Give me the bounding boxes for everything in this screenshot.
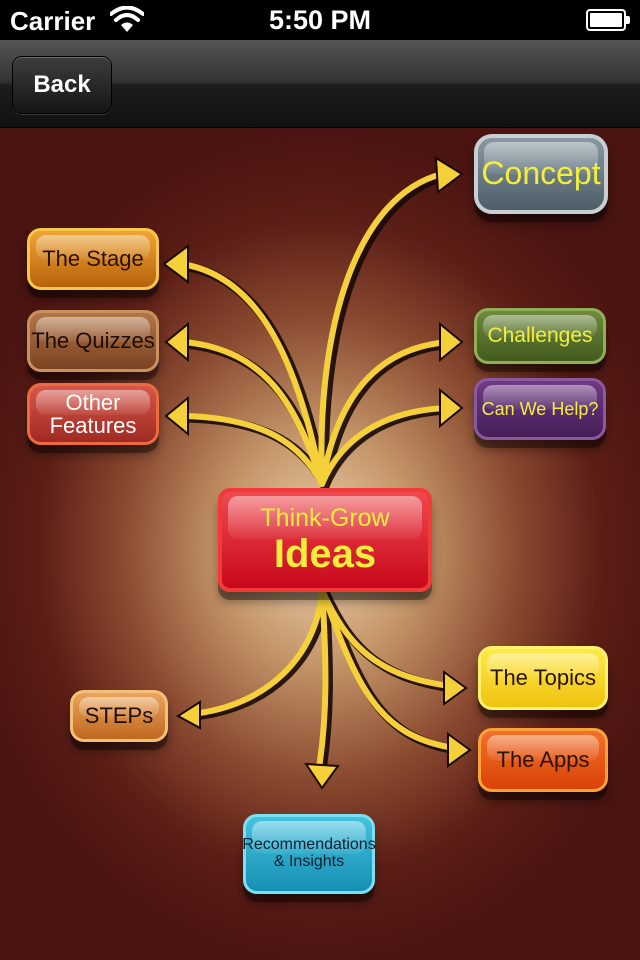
can-we-help-label: Can We Help?: [481, 398, 599, 419]
arrow-concept: [318, 171, 445, 487]
arrowhead-quizzes: [164, 321, 189, 363]
arrow-help: [319, 405, 451, 487]
the-quizzes-button[interactable]: The Quizzes: [27, 310, 159, 372]
navigation-bar: Back: [0, 40, 640, 128]
arrow-stage: [179, 261, 325, 487]
center-title-line2: Ideas: [273, 532, 377, 577]
back-button[interactable]: Back: [12, 56, 112, 114]
carrier-label: Carrier: [10, 6, 96, 36]
arrowhead-apps: [447, 732, 472, 768]
arrow-other: [181, 413, 325, 487]
other-features-line2: Features: [49, 413, 137, 438]
mind-map-arrows: [162, 156, 472, 790]
arrow-steps: [189, 587, 325, 717]
arrow-quizzes: [181, 339, 325, 487]
concept-label: Concept: [481, 155, 601, 192]
arrow-concept-shadow: [320, 171, 451, 491]
arrowhead-other: [164, 395, 189, 437]
the-stage-label: The Stage: [42, 246, 144, 272]
arrowhead-stage: [162, 244, 189, 284]
steps-button[interactable]: STEPs: [70, 690, 168, 742]
battery-icon: [586, 9, 632, 31]
arrow-apps: [319, 587, 457, 751]
other-features-label: Other Features: [50, 391, 137, 437]
arrowhead-help: [439, 387, 464, 429]
arrowhead-challenges: [439, 321, 464, 363]
the-quizzes-label: The Quizzes: [31, 328, 155, 354]
wifi-icon: [110, 6, 144, 32]
steps-label: STEPs: [84, 703, 154, 729]
other-features-line1: Other: [65, 389, 121, 415]
recommendations-insights-button[interactable]: Recommendations & Insights: [242, 814, 376, 894]
the-topics-label: The Topics: [490, 665, 596, 691]
mind-map-canvas: Concept The Stage The Quizzes Other Feat…: [0, 128, 640, 960]
recommendations-line2: & Insights: [273, 853, 345, 870]
arrowhead-steps: [176, 700, 201, 730]
recommendations-line1: Recommendations: [242, 836, 376, 854]
arrow-challenges: [319, 339, 451, 487]
the-apps-label: The Apps: [496, 747, 590, 773]
challenges-label: Challenges: [487, 323, 593, 347]
the-topics-button[interactable]: The Topics: [478, 646, 608, 710]
concept-button[interactable]: Concept: [474, 134, 608, 214]
the-stage-button[interactable]: The Stage: [27, 228, 159, 290]
arrow-steps-shadow: [189, 587, 330, 721]
arrow-reco: [316, 587, 329, 771]
the-apps-button[interactable]: The Apps: [478, 728, 608, 792]
status-bar: Carrier 5:50 PM: [0, 0, 640, 40]
status-time: 5:50 PM: [268, 5, 372, 35]
arrowhead-topics: [443, 670, 468, 706]
battery-fill: [590, 13, 622, 27]
center-title-line1: Think-Grow: [260, 503, 390, 532]
think-grow-ideas-center[interactable]: Think-Grow Ideas: [218, 488, 432, 592]
arrowhead-concept: [434, 156, 464, 194]
other-features-button[interactable]: Other Features: [27, 383, 159, 445]
challenges-button[interactable]: Challenges: [474, 308, 606, 364]
arrowhead-reco: [304, 762, 340, 790]
can-we-help-button[interactable]: Can We Help?: [474, 378, 606, 440]
